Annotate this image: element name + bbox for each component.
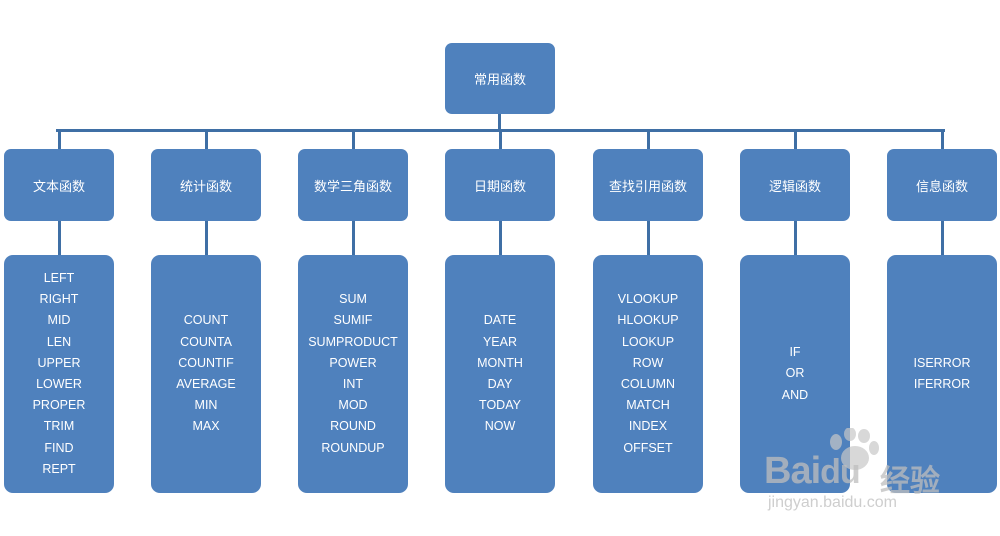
function-item: LOWER xyxy=(36,377,82,391)
function-item: NOW xyxy=(484,419,516,434)
function-item: VLOOKUP xyxy=(617,292,679,307)
function-item: ISERROR xyxy=(913,355,971,370)
function-item: PROPER xyxy=(32,398,86,413)
category-label: 日期函数 xyxy=(473,179,526,195)
category-connector xyxy=(351,131,355,149)
category-label: 文本函数 xyxy=(32,179,85,195)
function-list: VLOOKUP HLOOKUP LOOKUP ROW COLUMN MATCH INDEX O… xyxy=(593,255,703,493)
category-connector xyxy=(793,131,797,149)
category-node: 逻辑函数 xyxy=(740,149,850,221)
category-connector xyxy=(940,131,944,149)
function-item: DAY xyxy=(487,377,513,391)
function-list: COUNT COUNTA COUNTIF AVERAGE MIN MAX xyxy=(151,255,261,493)
function-item: OR xyxy=(785,366,805,381)
function-item: DATE xyxy=(483,313,517,328)
function-item: IFERROR xyxy=(913,377,971,391)
category-label: 统计函数 xyxy=(179,179,232,195)
function-item: SUMPRODUCT xyxy=(308,334,398,349)
category-connector xyxy=(57,131,61,149)
category-connector xyxy=(646,131,650,149)
list-connector xyxy=(646,221,650,255)
category-node: 信息函数 xyxy=(887,149,997,221)
function-item: UPPER xyxy=(37,355,81,370)
function-item: TRIM xyxy=(43,419,75,434)
function-item: ROUND xyxy=(330,419,376,434)
function-item: MID xyxy=(47,313,71,328)
function-item: LEFT xyxy=(43,270,75,285)
list-connector xyxy=(351,221,355,255)
function-item: MAX xyxy=(192,419,220,434)
category-label: 查找引用函数 xyxy=(608,179,687,195)
list-connector xyxy=(793,221,797,255)
function-item: INDEX xyxy=(628,419,668,434)
function-item: IF xyxy=(789,345,801,360)
function-list: IF OR AND xyxy=(740,255,850,493)
root-connector xyxy=(498,114,501,132)
watermark-brand-suffix: 经验 xyxy=(880,465,940,498)
function-list: LEFT RIGHT MID LEN UPPER LOWER PROPER TRIM FIND R… xyxy=(4,255,114,493)
function-item: HLOOKUP xyxy=(617,313,679,328)
function-item: MIN xyxy=(194,398,218,413)
function-item: COUNT xyxy=(183,313,229,328)
watermark-url: jingyan.baidu.com xyxy=(768,494,897,511)
function-list: ISERROR IFERROR xyxy=(887,255,997,493)
category-label: 逻辑函数 xyxy=(768,179,821,195)
category-node: 统计函数 xyxy=(151,149,261,221)
function-item: COUNTIF xyxy=(178,355,234,370)
function-item: RIGHT xyxy=(39,292,79,307)
function-list: SUM SUMIF SUMPRODUCT POWER INT MOD ROUND ROUNDU… xyxy=(298,255,408,493)
function-item: MONTH xyxy=(477,355,523,370)
category-connector xyxy=(498,131,502,149)
category-node: 查找引用函数 xyxy=(593,149,703,221)
horizontal-bus xyxy=(56,129,945,132)
function-item: COLUMN xyxy=(620,377,676,391)
function-item: AND xyxy=(781,387,809,402)
function-item: TODAY xyxy=(479,398,521,413)
category-label: 数学三角函数 xyxy=(313,179,392,195)
function-item: ROW xyxy=(632,355,664,370)
function-item: ROUNDUP xyxy=(321,440,385,455)
function-item: INT xyxy=(342,377,364,391)
function-item: MATCH xyxy=(626,398,670,413)
list-connector xyxy=(204,221,208,255)
category-label: 信息函数 xyxy=(915,179,968,195)
watermark-brand: Bai xyxy=(764,450,821,492)
list-connector xyxy=(498,221,502,255)
function-item: MOD xyxy=(338,398,368,413)
category-node: 文本函数 xyxy=(4,149,114,221)
function-item: OFFSET xyxy=(623,440,673,455)
function-item: FIND xyxy=(44,440,74,455)
category-connector xyxy=(204,131,208,149)
root-label: 常用函数 xyxy=(473,73,526,88)
function-item: LOOKUP xyxy=(621,334,675,349)
list-connector xyxy=(940,221,944,255)
baidu-jingyan-watermark: Baidu 经验 jingyan.baidu.com xyxy=(760,428,990,518)
function-item: YEAR xyxy=(482,334,518,349)
function-item: LEN xyxy=(46,334,72,349)
root-node: 常用函数 xyxy=(445,43,555,114)
function-item: SUM xyxy=(339,292,367,307)
function-list: DATE YEAR MONTH DAY TODAY NOW xyxy=(445,255,555,493)
function-item: COUNTA xyxy=(180,334,232,349)
function-item: POWER xyxy=(329,355,377,370)
function-item: AVERAGE xyxy=(176,377,236,391)
paw-icon xyxy=(830,428,879,470)
category-node: 日期函数 xyxy=(445,149,555,221)
category-node: 数学三角函数 xyxy=(298,149,408,221)
list-connector xyxy=(57,221,61,255)
function-item: SUMIF xyxy=(333,313,373,328)
function-item: REPT xyxy=(42,461,76,476)
